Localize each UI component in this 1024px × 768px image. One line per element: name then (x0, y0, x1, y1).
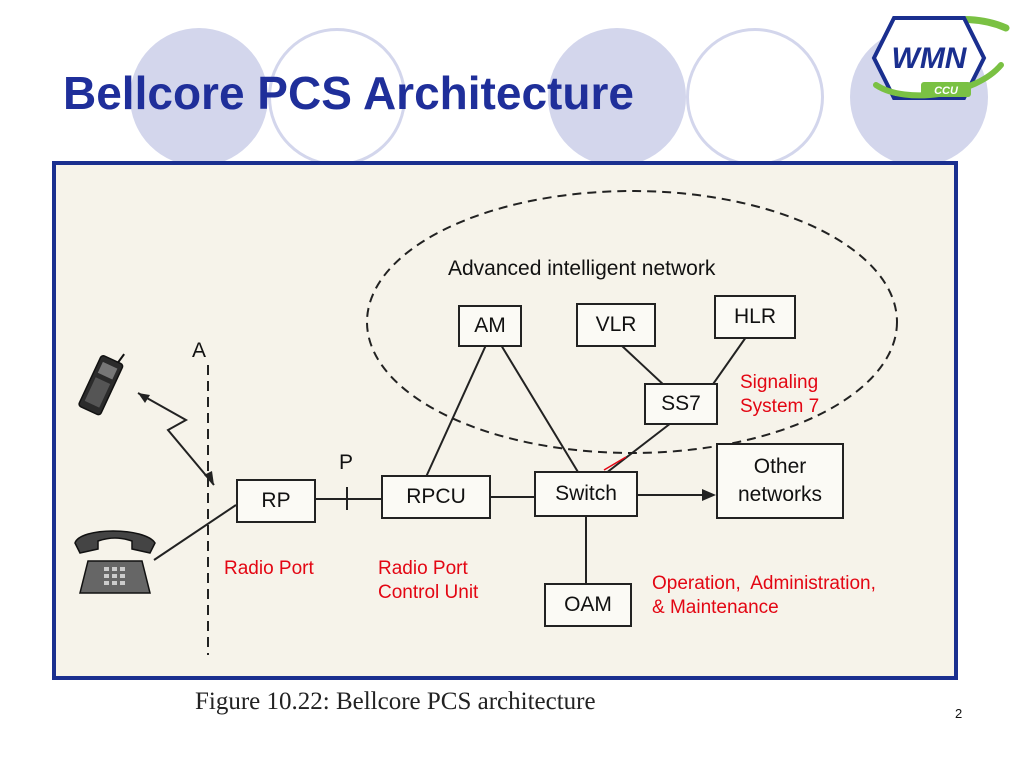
figure-caption: Figure 10.22: Bellcore PCS architecture (195, 688, 596, 715)
node-am: AM (458, 305, 522, 347)
node-other-networks: Other networks (716, 443, 844, 519)
decor-circle-4 (686, 28, 824, 166)
annotation-oam-line1: Operation, Administration, (652, 573, 876, 594)
node-oam: OAM (544, 583, 632, 627)
annotation-rpcu-line1: Radio Port (378, 558, 468, 579)
decor-circle-2 (268, 28, 406, 166)
page-number: 2 (955, 706, 963, 721)
node-rp: RP (236, 479, 316, 523)
mobile-phone-icon (78, 353, 125, 416)
annotation-ss7: Signaling System 7 (740, 371, 819, 419)
node-vlr: VLR (576, 303, 656, 347)
interface-a-label: A (192, 339, 207, 362)
annotation-ss7-line1: Signaling (740, 372, 819, 393)
radio-link (137, 392, 215, 486)
annotation-oam: Operation, Administration, & Maintenance (652, 572, 876, 620)
annotation-rpcu-line2: Control Unit (378, 582, 479, 603)
node-hlr: HLR (714, 295, 796, 339)
node-switch: Switch (534, 471, 638, 517)
diagram-lines (137, 190, 898, 655)
annotation-oam-line2: & Maintenance (652, 597, 779, 618)
annotation-radio-port: Radio Port (224, 558, 314, 579)
annotation-rpcu: Radio Port Control Unit (378, 557, 478, 605)
diagram-frame: Advanced intelligent network AM VLR HLR … (52, 161, 958, 680)
interface-p-label: P (339, 451, 354, 474)
slide-title: Bellcore PCS Architecture (63, 67, 634, 119)
node-ss7: SS7 (644, 383, 718, 425)
other-networks-line1: Other (753, 455, 807, 478)
other-networks-line2: networks (737, 483, 823, 506)
wmn-ccu-logo: WMN CCU (866, 10, 1016, 110)
wmn-ccu-hexagon-logo-icon: WMN CCU (871, 15, 1010, 100)
decor-circle-3 (548, 28, 686, 166)
decor-circle-1 (130, 28, 268, 166)
logo-text: WMN (892, 42, 968, 75)
logo-subtext: CCU (934, 85, 959, 97)
node-rpcu: RPCU (381, 475, 491, 519)
desk-telephone-icon (74, 530, 156, 594)
ain-label: Advanced intelligent network (448, 257, 716, 280)
annotation-ss7-line2: System 7 (740, 396, 820, 417)
